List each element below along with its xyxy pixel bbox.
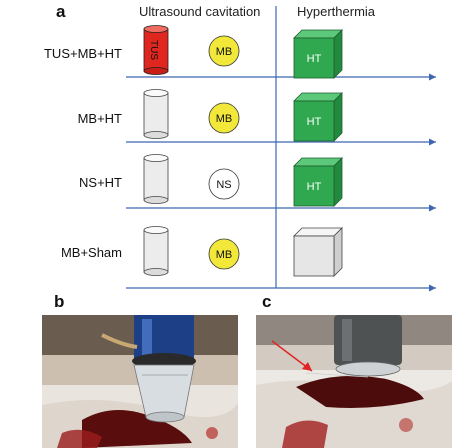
row-label: MB+Sham [60,245,122,260]
bubble-label: MB [216,113,233,125]
heat-label: HT [307,181,322,193]
bubble-label: MB [216,46,233,58]
bubble-label: NS [216,179,231,191]
transducer-cylinder-icon [143,226,169,276]
panel-b-label: b [54,292,65,311]
hyperthermia-cube-icon: HT [293,29,343,79]
microbubble-icon: MB [208,35,240,67]
panel-c-label: c [262,292,272,311]
heat-label: HT [307,53,322,65]
transducer-cylinder-icon [143,25,169,75]
microbubble-icon: MB [208,102,240,134]
sham-cube-icon [293,227,343,277]
transducer-cylinder-icon [143,154,169,204]
panel-a-label: a [56,2,66,21]
bubble-label: MB [216,249,233,261]
microbubble-icon: MB [208,238,240,270]
row-label: MB+HT [77,111,122,126]
cavitation-column-header: Ultrasound cavitation [139,4,261,19]
hyperthermia-cube-icon: HT [293,92,343,142]
row-label: TUS+MB+HT [43,46,122,61]
hyperthermia-column-header: Hyperthermia [297,4,376,19]
schematic-diagram: TUS MB MB NS [126,6,436,292]
transducer-label: TUS [148,40,159,60]
photo-panel-c [256,315,452,448]
saline-icon: NS [208,168,240,200]
transducer-cylinder-icon [143,89,169,139]
heat-label: HT [307,116,322,128]
photo-panel-b [42,315,238,448]
row-label: NS+HT [79,175,122,190]
hyperthermia-cube-icon: HT [293,157,343,207]
